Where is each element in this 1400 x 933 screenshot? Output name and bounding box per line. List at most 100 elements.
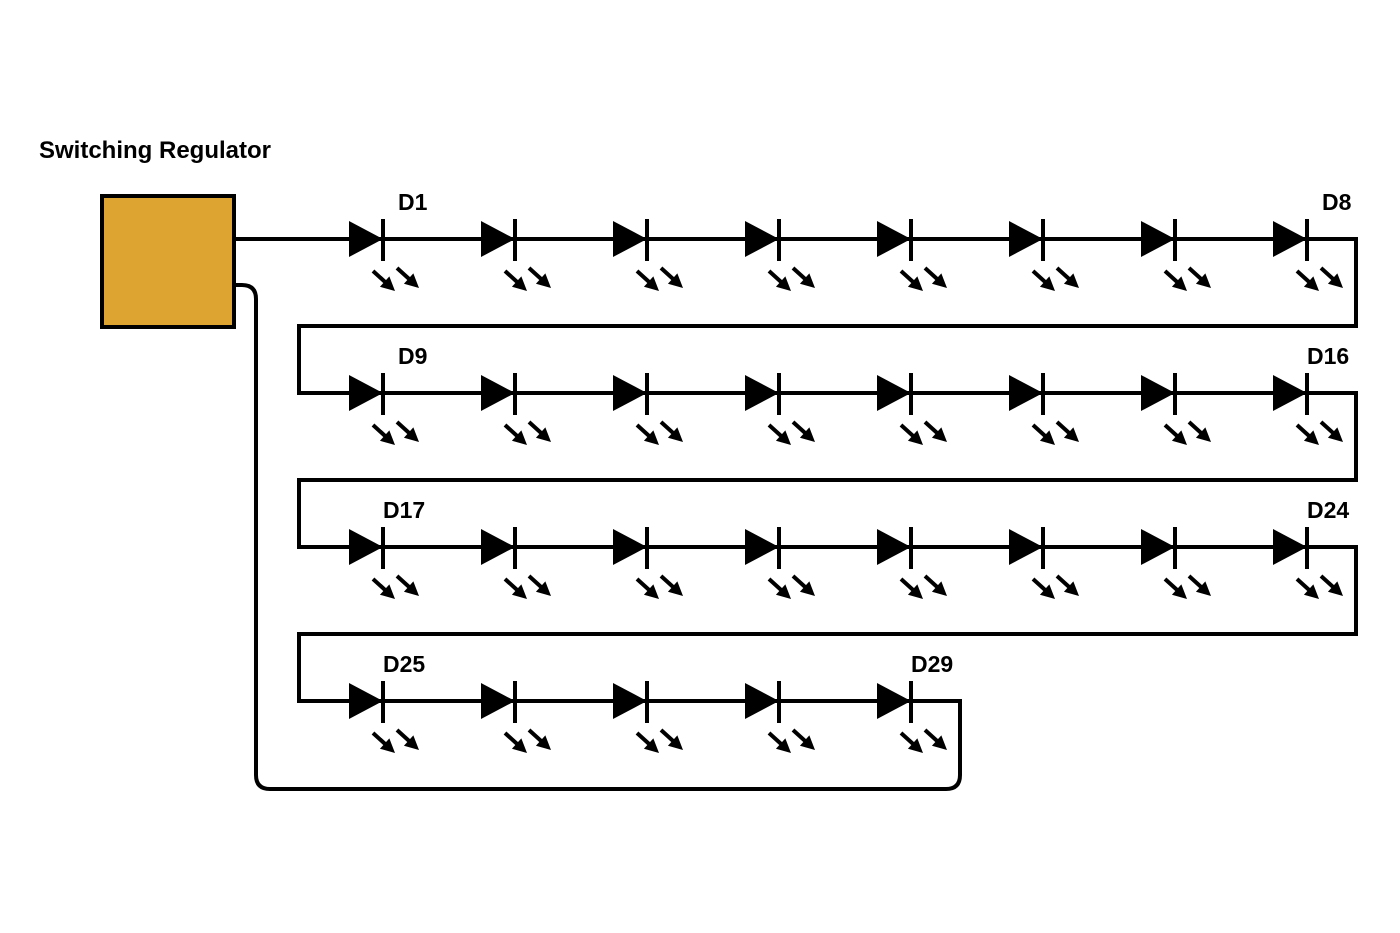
- led-label-d17: D17: [383, 497, 425, 523]
- light-emission-arrow-icon: [791, 574, 815, 596]
- led-triangle: [745, 221, 779, 257]
- led-d21: [877, 527, 947, 599]
- led-label-d24: D24: [1307, 497, 1349, 523]
- led-d6: [1009, 219, 1079, 291]
- wire-regulator-output: [234, 237, 1358, 791]
- led-label-d29: D29: [911, 651, 953, 677]
- led-triangle: [1273, 375, 1307, 411]
- led-triangle: [349, 683, 383, 719]
- led-label-d9: D9: [398, 343, 427, 369]
- led-triangle: [481, 529, 515, 565]
- wires: [234, 237, 1358, 791]
- light-emission-arrow-icon: [1295, 423, 1319, 445]
- led-d25: [349, 681, 419, 753]
- light-emission-arrow-icon: [791, 420, 815, 442]
- led-triangle: [745, 683, 779, 719]
- led-triangle: [877, 529, 911, 565]
- led-d13: [877, 373, 947, 445]
- light-emission-arrow-icon: [527, 574, 551, 596]
- light-emission-arrow-icon: [503, 731, 527, 753]
- light-emission-arrow-icon: [1319, 420, 1343, 442]
- light-emission-arrow-icon: [503, 269, 527, 291]
- led-labels: D1 D8 D9 D16 D17 D24 D25 D29: [383, 189, 1352, 677]
- led-triangle: [349, 529, 383, 565]
- led-d10: [481, 373, 551, 445]
- light-emission-arrow-icon: [395, 728, 419, 750]
- light-emission-arrow-icon: [1163, 423, 1187, 445]
- light-emission-arrow-icon: [899, 577, 923, 599]
- led-triangle: [1009, 375, 1043, 411]
- led-triangle: [613, 683, 647, 719]
- led-triangle: [613, 529, 647, 565]
- led-d11: [613, 373, 683, 445]
- regulator-title: Switching Regulator: [39, 137, 271, 164]
- light-emission-arrow-icon: [1055, 266, 1079, 288]
- light-emission-arrow-icon: [767, 731, 791, 753]
- light-emission-arrow-icon: [767, 423, 791, 445]
- led-d18: [481, 527, 551, 599]
- light-emission-arrow-icon: [371, 731, 395, 753]
- light-emission-arrow-icon: [1319, 266, 1343, 288]
- light-emission-arrow-icon: [1031, 423, 1055, 445]
- light-emission-arrow-icon: [371, 577, 395, 599]
- light-emission-arrow-icon: [923, 574, 947, 596]
- led-d17: [349, 527, 419, 599]
- light-emission-arrow-icon: [923, 728, 947, 750]
- light-emission-arrow-icon: [371, 269, 395, 291]
- led-d14: [1009, 373, 1079, 445]
- led-label-d8: D8: [1322, 189, 1352, 215]
- led-triangle: [1273, 221, 1307, 257]
- led-d24: [1273, 527, 1343, 599]
- led-d12: [745, 373, 815, 445]
- led-triangle: [1141, 529, 1175, 565]
- light-emission-arrow-icon: [899, 423, 923, 445]
- light-emission-arrow-icon: [1031, 269, 1055, 291]
- light-emission-arrow-icon: [395, 420, 419, 442]
- light-emission-arrow-icon: [1295, 269, 1319, 291]
- light-emission-arrow-icon: [371, 423, 395, 445]
- led-triangle: [481, 375, 515, 411]
- led-triangle: [877, 221, 911, 257]
- light-emission-arrow-icon: [659, 266, 683, 288]
- led-d19: [613, 527, 683, 599]
- light-emission-arrow-icon: [791, 728, 815, 750]
- light-emission-arrow-icon: [1319, 574, 1343, 596]
- light-emission-arrow-icon: [395, 266, 419, 288]
- light-emission-arrow-icon: [503, 423, 527, 445]
- light-emission-arrow-icon: [1031, 577, 1055, 599]
- led-triangle: [1009, 221, 1043, 257]
- light-emission-arrow-icon: [1295, 577, 1319, 599]
- led-triangle: [1009, 529, 1043, 565]
- led-d23: [1141, 527, 1211, 599]
- switching-regulator-block: [100, 194, 236, 329]
- light-emission-arrow-icon: [527, 266, 551, 288]
- light-emission-arrow-icon: [635, 269, 659, 291]
- led-d8: [1273, 219, 1343, 291]
- light-emission-arrow-icon: [767, 269, 791, 291]
- light-emission-arrow-icon: [899, 731, 923, 753]
- light-emission-arrow-icon: [527, 728, 551, 750]
- led-d28: [745, 681, 815, 753]
- led-d3: [613, 219, 683, 291]
- led-triangle: [745, 529, 779, 565]
- led-d20: [745, 527, 815, 599]
- light-emission-arrow-icon: [1163, 577, 1187, 599]
- light-emission-arrow-icon: [1055, 420, 1079, 442]
- light-emission-arrow-icon: [1055, 574, 1079, 596]
- light-emission-arrow-icon: [635, 577, 659, 599]
- led-triangle: [613, 375, 647, 411]
- led-group: [349, 219, 1343, 753]
- led-triangle: [877, 375, 911, 411]
- light-emission-arrow-icon: [527, 420, 551, 442]
- light-emission-arrow-icon: [791, 266, 815, 288]
- led-d29: [877, 681, 947, 753]
- led-triangle: [613, 221, 647, 257]
- led-d26: [481, 681, 551, 753]
- led-d15: [1141, 373, 1211, 445]
- led-label-d16: D16: [1307, 343, 1349, 369]
- light-emission-arrow-icon: [659, 574, 683, 596]
- led-label-d25: D25: [383, 651, 425, 677]
- led-d22: [1009, 527, 1079, 599]
- light-emission-arrow-icon: [503, 577, 527, 599]
- led-triangle: [1141, 375, 1175, 411]
